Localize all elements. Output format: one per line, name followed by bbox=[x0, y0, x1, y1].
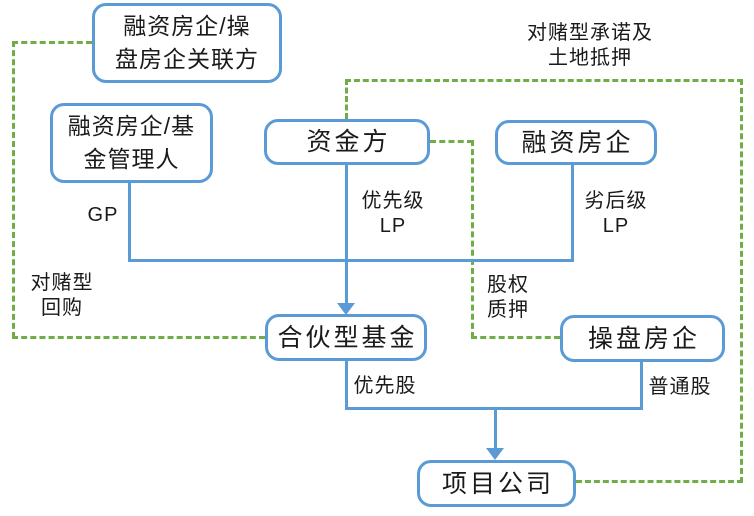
node-project-company-label: 项目公司 bbox=[441, 469, 554, 498]
label-vam-buyback: 对赌型 回购 bbox=[20, 271, 104, 321]
edge-common-stock-vertical bbox=[640, 361, 643, 410]
arrow-down-icon bbox=[486, 448, 504, 460]
label-equity-pledge-line1: 股权 bbox=[487, 274, 529, 296]
edge-equity-pledge-top-segment bbox=[430, 140, 473, 143]
label-common-stock: 普通股 bbox=[648, 376, 712, 398]
node-capital-provider-label: 资金方 bbox=[306, 128, 391, 156]
edge-lp-trunk-horizontal bbox=[128, 259, 574, 262]
node-project-company: 项目公司 bbox=[417, 460, 576, 507]
label-junior-lp-line1: 劣后级 bbox=[584, 190, 648, 212]
edge-stock-trunk-horizontal bbox=[345, 407, 643, 410]
edge-vam-buyback-left-segment bbox=[12, 41, 15, 338]
label-vam-buyback-line1: 对赌型 bbox=[30, 272, 94, 294]
label-preferred-stock: 优先股 bbox=[353, 375, 417, 397]
edge-preferred-stock-vertical bbox=[345, 360, 348, 410]
node-operating-developer: 操盘房企 bbox=[560, 315, 725, 362]
node-related-party: 融资房企/操 盘房企关联方 bbox=[92, 3, 282, 83]
edge-vam-commitment-top-segment bbox=[345, 79, 743, 82]
node-related-party-label-line2: 盘房企关联方 bbox=[115, 46, 259, 72]
label-junior-lp-line2: LP bbox=[602, 215, 630, 237]
arrow-down-icon bbox=[337, 303, 355, 315]
node-operating-developer-label: 操盘房企 bbox=[587, 324, 700, 353]
label-senior-lp-line2: LP bbox=[379, 215, 407, 237]
label-equity-pledge-line2: 质押 bbox=[487, 299, 529, 321]
label-junior-lp: 劣后级 LP bbox=[576, 189, 656, 239]
edge-to-project-vertical bbox=[494, 409, 497, 450]
edge-gp-vertical bbox=[128, 183, 131, 262]
edge-vam-buyback-top-segment bbox=[12, 41, 92, 44]
node-fund-manager-label-line1: 融资房企/基 bbox=[67, 112, 196, 139]
edge-junior-lp-vertical bbox=[571, 165, 574, 262]
node-fund-manager: 融资房企/基 金管理人 bbox=[50, 103, 213, 183]
node-partnership-fund: 合伙型基金 bbox=[265, 314, 427, 361]
label-vam-buyback-line2: 回购 bbox=[41, 297, 83, 319]
edge-equity-pledge-middle-segment bbox=[471, 140, 474, 338]
label-vam-commitment-line2: 土地抵押 bbox=[548, 47, 632, 69]
edge-vam-commitment-bottom-segment bbox=[576, 480, 743, 483]
node-fund-manager-label-line2: 金管理人 bbox=[83, 146, 180, 172]
label-gp: GP bbox=[87, 204, 119, 226]
edge-vam-commitment-right-segment bbox=[740, 79, 743, 483]
node-partnership-fund-label: 合伙型基金 bbox=[277, 323, 418, 352]
label-equity-pledge: 股权 质押 bbox=[481, 273, 535, 323]
edge-capital-to-fund bbox=[345, 164, 348, 305]
label-senior-lp-line1: 优先级 bbox=[361, 190, 425, 212]
node-related-party-label-line1: 融资房企/操 bbox=[123, 12, 251, 39]
edge-equity-pledge-bottom-segment bbox=[471, 336, 560, 339]
label-senior-lp: 优先级 LP bbox=[353, 189, 433, 239]
edge-vam-commitment-stub-segment bbox=[345, 79, 348, 119]
edge-vam-buyback-bottom-segment bbox=[12, 336, 265, 339]
node-financing-developer-label: 融资房企 bbox=[521, 128, 634, 157]
label-vam-commitment: 对赌型承诺及 土地抵押 bbox=[509, 21, 671, 71]
node-capital-provider: 资金方 bbox=[264, 119, 430, 165]
node-financing-developer: 融资房企 bbox=[495, 120, 657, 165]
label-vam-commitment-line1: 对赌型承诺及 bbox=[527, 22, 653, 44]
